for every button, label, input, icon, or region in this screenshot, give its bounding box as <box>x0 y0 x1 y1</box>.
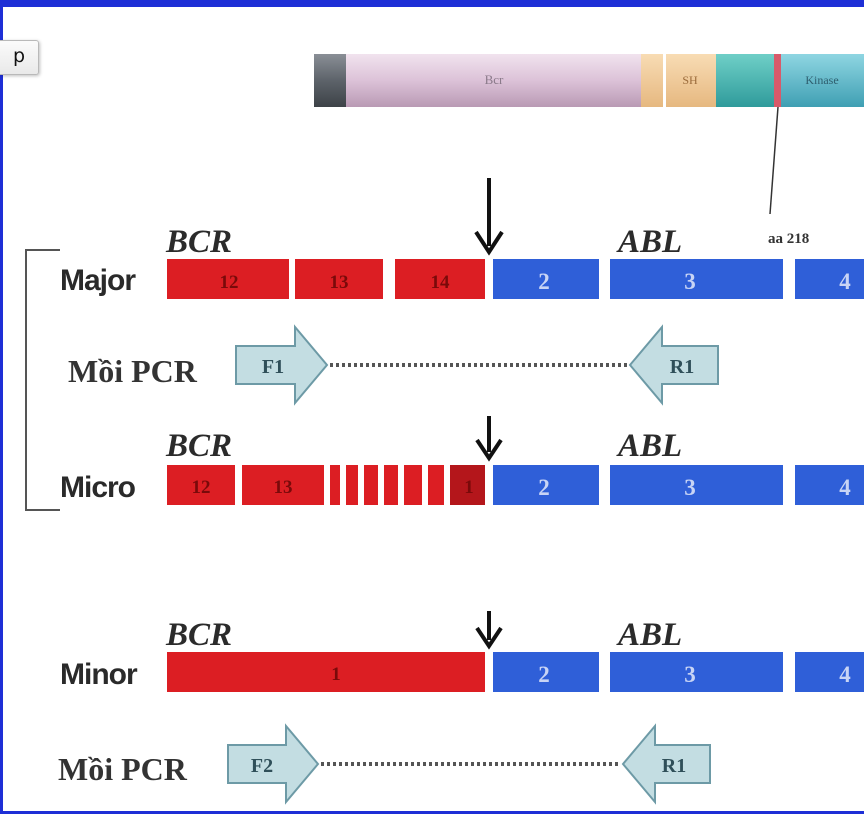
protein-sh2-domain <box>716 54 774 107</box>
reverse-primer-label: R1 <box>662 755 686 777</box>
micro-bcr-exon-number: 13 <box>274 477 293 498</box>
forward-primer-arrow <box>235 324 329 406</box>
minor-abl-exon-number: 2 <box>538 662 550 687</box>
major-abl-exon-number: 2 <box>538 269 550 294</box>
micro-bcr-exon <box>450 465 485 505</box>
protein-breakpoint-stripe <box>774 54 781 107</box>
major-bcr-exon-number: 14 <box>431 272 451 293</box>
major-bcr-exon <box>295 259 383 299</box>
major-abl-gene-label: ABL <box>616 224 682 260</box>
major-abl-exon <box>493 259 599 299</box>
forward-primer-arrow <box>227 723 320 805</box>
micro-bcr-gene-label: BCR <box>165 428 232 464</box>
major-row-label: Major <box>60 264 136 297</box>
minor-abl-exon <box>795 652 864 692</box>
micro-bcr-exon <box>428 465 444 505</box>
forward-primer-label: F2 <box>251 755 273 777</box>
micro-abl-exon <box>493 465 599 505</box>
reverse-primer-label: R1 <box>670 356 694 378</box>
protein-sh-label: SH <box>682 73 698 87</box>
major-bcr-exon <box>167 259 289 299</box>
micro-abl-exon-number: 2 <box>538 475 550 500</box>
reverse-primer-arrow <box>621 723 711 805</box>
major-abl-exon <box>795 259 864 299</box>
protein-kinase-label: Kinase <box>805 73 838 87</box>
major-breakpoint-arrow-head <box>474 230 504 256</box>
protein-sh-domain <box>666 54 716 107</box>
pcr1-label: Mồi PCR <box>68 353 198 389</box>
minor-row-label: Minor <box>60 658 138 691</box>
minor-bcr-exon-number: 1 <box>331 664 341 685</box>
micro-breakpoint-arrow-head <box>475 438 503 462</box>
pcr-primers-2: Mồi PCR F2 R1 <box>58 723 711 805</box>
forward-primer-label: F1 <box>262 356 284 378</box>
micro-bcr-exon <box>364 465 378 505</box>
protein-n-terminus <box>314 54 346 107</box>
protein-sh-segment-a <box>641 54 663 107</box>
minor-abl-exon-number: 3 <box>684 662 696 687</box>
major-abl-exon-number: 3 <box>684 269 696 294</box>
major-micro-bracket <box>25 249 60 511</box>
micro-abl-exon <box>795 465 864 505</box>
major-row: BCR ABL Major 12 13 14 2 3 4 <box>60 178 864 299</box>
major-bcr-exon-number: 12 <box>220 272 239 293</box>
minor-abl-exon <box>610 652 783 692</box>
micro-bcr-exon-number: 12 <box>192 477 211 498</box>
major-bcr-exon-number: 13 <box>330 272 349 293</box>
micro-bcr-exon <box>384 465 398 505</box>
pcr2-label: Mồi PCR <box>58 751 188 787</box>
protein-bar: Bcr SH Kinase aa 218 <box>314 54 864 247</box>
micro-bcr-exon <box>242 465 324 505</box>
micro-row-label: Micro <box>60 471 136 504</box>
protein-bcr-domain <box>346 54 641 107</box>
minor-row: BCR ABL Minor 1 2 3 4 <box>60 611 864 692</box>
major-bcr-exon <box>395 259 485 299</box>
micro-bcr-exon <box>330 465 340 505</box>
micro-abl-gene-label: ABL <box>616 428 682 464</box>
protein-marker-label: aa 218 <box>768 231 809 247</box>
micro-abl-exon-number: 4 <box>839 475 851 500</box>
pcr-primers-1: Mồi PCR F1 R1 <box>68 324 719 406</box>
protein-marker-line <box>769 106 779 215</box>
minor-abl-exon-number: 4 <box>839 662 851 687</box>
major-abl-exon <box>610 259 783 299</box>
minor-bcr-gene-label: BCR <box>165 617 232 653</box>
reverse-primer-arrow <box>628 324 719 406</box>
major-bcr-gene-label: BCR <box>165 224 232 260</box>
major-abl-exon-number: 4 <box>839 269 851 294</box>
minor-abl-gene-label: ABL <box>616 617 682 653</box>
minor-bcr-exon <box>167 652 485 692</box>
minor-abl-exon <box>493 652 599 692</box>
micro-abl-exon <box>610 465 783 505</box>
protein-kinase-domain <box>781 54 864 107</box>
micro-bcr-exon <box>167 465 235 505</box>
micro-abl-exon-number: 3 <box>684 475 696 500</box>
micro-bcr-exon <box>346 465 358 505</box>
micro-row: BCR ABL Micro 12 13 1 2 3 4 <box>60 416 864 505</box>
protein-bcr-label: Bcr <box>485 72 504 87</box>
micro-bcr-exon <box>404 465 422 505</box>
minor-breakpoint-arrow-head <box>475 626 503 650</box>
tip-button[interactable]: p <box>0 40 39 75</box>
micro-bcr-exon-number: 1 <box>464 477 474 498</box>
